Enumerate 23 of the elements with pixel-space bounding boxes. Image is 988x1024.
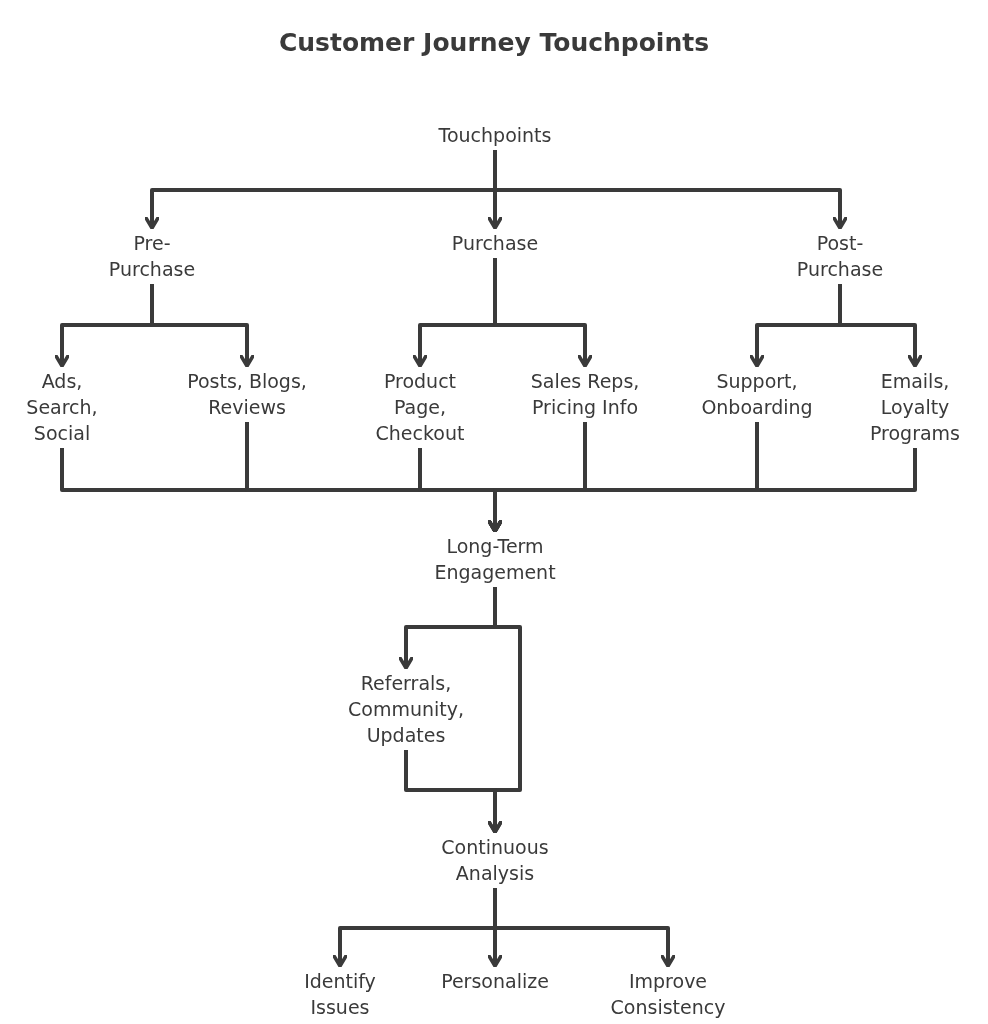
node-label: Touchpoints bbox=[415, 120, 575, 150]
node-label: Identify Issues bbox=[285, 966, 395, 1022]
node-label: Long-Term Engagement bbox=[420, 531, 570, 587]
node-label: Purchase bbox=[425, 228, 565, 258]
arrow bbox=[493, 888, 676, 968]
node-label: Improve Consistency bbox=[598, 966, 738, 1022]
node-label: Post-Purchase bbox=[785, 228, 895, 284]
node-label: Personalize bbox=[430, 966, 560, 996]
node-label: Continuous Analysis bbox=[420, 832, 570, 888]
node-label: Pre-Purchase bbox=[97, 228, 207, 284]
arrow bbox=[404, 750, 503, 834]
node-label: Posts, Blogs, Reviews bbox=[172, 366, 322, 422]
arrow bbox=[493, 258, 593, 368]
node-label: Support, Onboarding bbox=[694, 366, 820, 422]
arrow bbox=[493, 150, 848, 230]
arrow bbox=[150, 284, 255, 368]
node-label: Product Page, Checkout bbox=[365, 366, 475, 448]
arrow bbox=[487, 448, 917, 533]
node-label: Emails, Loyalty Programs bbox=[860, 366, 970, 448]
diagram-title: Customer Journey Touchpoints bbox=[277, 28, 711, 57]
node-label: Referrals, Community, Updates bbox=[341, 668, 471, 750]
node-label: Ads, Search, Social bbox=[14, 366, 110, 448]
node-label: Sales Reps, Pricing Info bbox=[515, 366, 655, 422]
